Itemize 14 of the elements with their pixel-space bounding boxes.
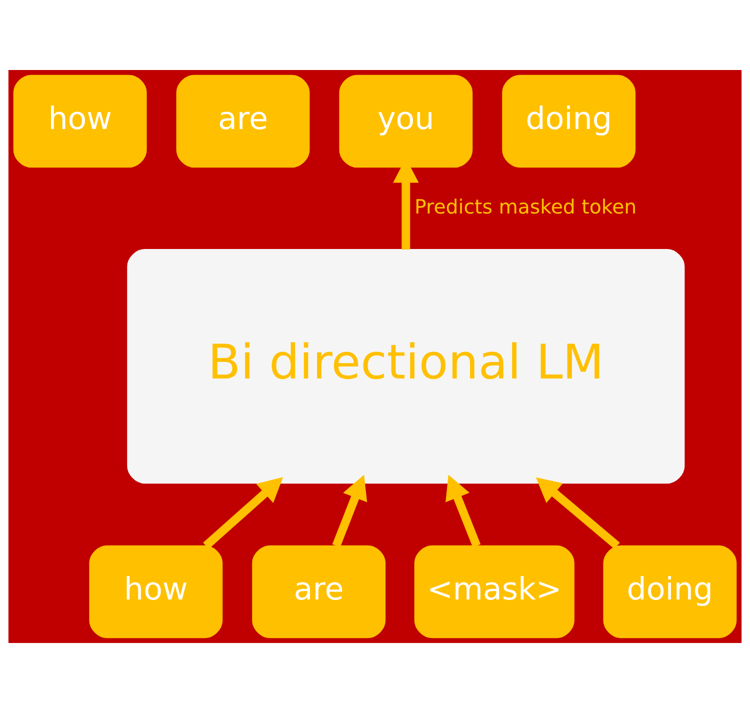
arrow	[332, 474, 368, 547]
node-box: how	[13, 74, 147, 168]
node-box: <mask>	[414, 544, 574, 638]
node-box: Bi directional LM	[127, 248, 685, 484]
edge-label: Predicts masked token	[414, 195, 637, 218]
node-box: are	[176, 74, 310, 168]
node-box: you	[339, 74, 473, 168]
arrow	[203, 476, 284, 548]
node-box: are	[252, 544, 386, 638]
node-box: how	[89, 544, 223, 638]
arrow	[446, 474, 481, 547]
node-box: doing	[502, 74, 636, 168]
arrow	[536, 476, 620, 549]
node-box: doing	[603, 544, 737, 638]
